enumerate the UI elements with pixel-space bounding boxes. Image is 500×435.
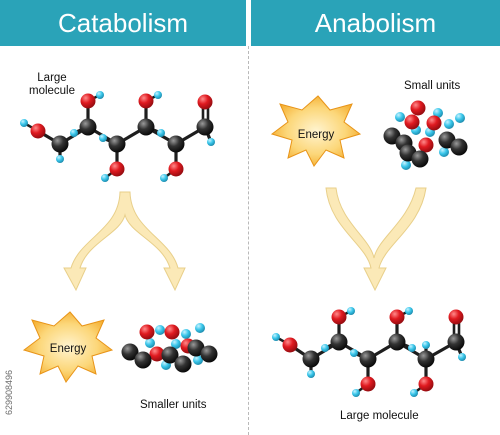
merge-arrow xyxy=(325,187,427,292)
label-line-1: Large xyxy=(37,72,67,84)
smaller-units-cluster xyxy=(121,323,218,373)
panel-divider xyxy=(248,46,249,435)
large-molecule-anabolism xyxy=(272,307,466,397)
split-arrow xyxy=(63,191,186,292)
watermark-id: 629908496 xyxy=(4,370,14,415)
small-units-cluster xyxy=(383,100,468,170)
energy-label-anabolism: Energy xyxy=(298,129,335,141)
energy-burst-anabolism xyxy=(270,95,362,167)
energy-label-catabolism: Energy xyxy=(50,343,87,355)
anabolism-title: Anabolism xyxy=(251,0,500,46)
small-units-label: Small units xyxy=(404,80,461,92)
large-molecule-catabolism xyxy=(20,91,215,182)
catabolism-title: Catabolism xyxy=(0,0,246,46)
energy-burst-catabolism xyxy=(22,311,114,383)
label-line-2: molecule xyxy=(28,85,76,97)
smaller-units-label: Smaller units xyxy=(140,399,207,411)
large-molecule-label-anabolism: Large molecule xyxy=(340,410,419,422)
large-molecule-label-catabolism: Large molecule xyxy=(22,72,82,98)
